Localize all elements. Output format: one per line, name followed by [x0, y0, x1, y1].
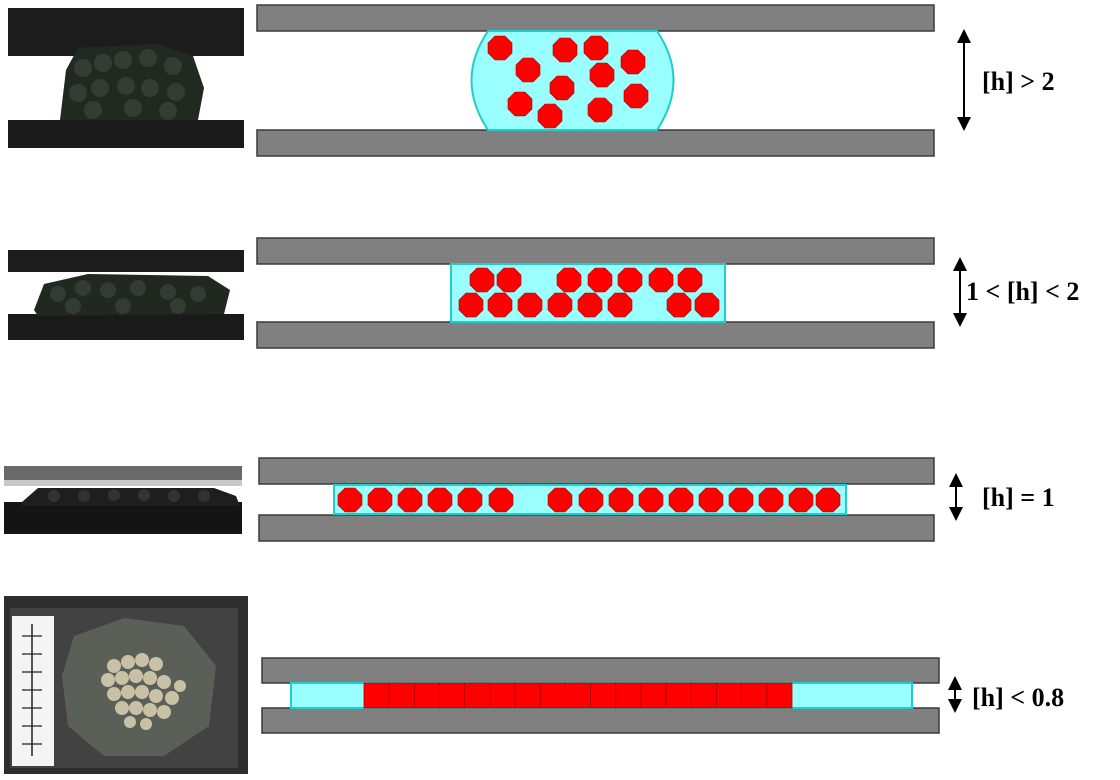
- particle: [537, 103, 563, 129]
- particle: [517, 292, 543, 318]
- panel-crushed: [h] < 0.8: [261, 657, 1064, 734]
- bottom-plate: [261, 707, 940, 734]
- particle: [758, 487, 784, 513]
- particle: [457, 487, 483, 513]
- crushed-particle: [388, 682, 415, 709]
- regime-label: [h] < 0.8: [972, 683, 1064, 712]
- particles: [487, 35, 649, 129]
- particle: [694, 292, 720, 318]
- particle: [397, 487, 423, 513]
- particle: [587, 97, 613, 123]
- regime-label: [h] > 2: [982, 67, 1055, 96]
- photo-bilayer-sample: [8, 250, 244, 340]
- crushed-particle: [615, 682, 642, 709]
- crushed-particle: [766, 682, 793, 709]
- particle: [547, 292, 573, 318]
- particle: [458, 292, 484, 318]
- particle: [488, 487, 514, 513]
- crushed-particle: [665, 682, 692, 709]
- particle: [815, 487, 841, 513]
- particle: [547, 487, 573, 513]
- particle: [507, 91, 533, 117]
- regime-label: [h] = 1: [982, 483, 1055, 512]
- particle: [648, 267, 674, 293]
- crushed-particle: [363, 682, 390, 709]
- particle: [487, 292, 513, 318]
- particle: [698, 487, 724, 513]
- particle: [496, 267, 522, 293]
- particle: [549, 75, 575, 101]
- particle: [623, 83, 649, 109]
- particle: [552, 37, 578, 63]
- particles: [337, 487, 841, 513]
- particle: [607, 292, 633, 318]
- top-plate: [256, 4, 935, 32]
- crushed-particle: [640, 682, 667, 709]
- particle: [608, 487, 634, 513]
- crushed-particle: [539, 682, 566, 709]
- particle: [583, 35, 609, 61]
- top-plate: [256, 237, 935, 265]
- particle: [578, 487, 604, 513]
- crushed-particle: [741, 682, 768, 709]
- particle: [577, 292, 603, 318]
- crushed-particle: [716, 682, 743, 709]
- photo-thick-sample: [8, 8, 244, 148]
- crushed-particle: [590, 682, 617, 709]
- particle: [728, 487, 754, 513]
- panel-monolayer: [h] = 1: [258, 457, 1055, 542]
- photo-monolayer-sample: [4, 466, 242, 534]
- bottom-plate: [256, 129, 935, 157]
- particle: [617, 267, 643, 293]
- particle: [677, 267, 703, 293]
- particle: [515, 57, 541, 83]
- particle: [666, 292, 692, 318]
- photo-crushed-sample: [4, 596, 248, 774]
- crushed-particle: [514, 682, 541, 709]
- particle: [487, 35, 513, 61]
- particle: [620, 49, 646, 75]
- crushed-particle: [439, 682, 466, 709]
- bottom-plate: [256, 321, 935, 349]
- bottom-plate: [258, 514, 935, 542]
- particle: [668, 487, 694, 513]
- particle: [469, 267, 495, 293]
- panel-thick: [h] > 2: [256, 4, 1055, 157]
- crushed-particles: [363, 682, 793, 709]
- particle: [587, 267, 613, 293]
- crushed-particle: [464, 682, 491, 709]
- top-plate: [258, 457, 935, 485]
- crushed-particle: [690, 682, 717, 709]
- crushed-particle: [489, 682, 516, 709]
- particle: [589, 62, 615, 88]
- crushed-particle: [413, 682, 440, 709]
- particle: [638, 487, 664, 513]
- regime-label: 1 < [h] < 2: [966, 277, 1079, 306]
- crushed-particle: [565, 682, 592, 709]
- particles: [458, 267, 720, 318]
- particle: [427, 487, 453, 513]
- particle: [367, 487, 393, 513]
- top-plate: [261, 657, 940, 684]
- particle: [556, 267, 582, 293]
- particle: [788, 487, 814, 513]
- panel-bilayer: 1 < [h] < 2: [256, 237, 1079, 349]
- particle: [337, 487, 363, 513]
